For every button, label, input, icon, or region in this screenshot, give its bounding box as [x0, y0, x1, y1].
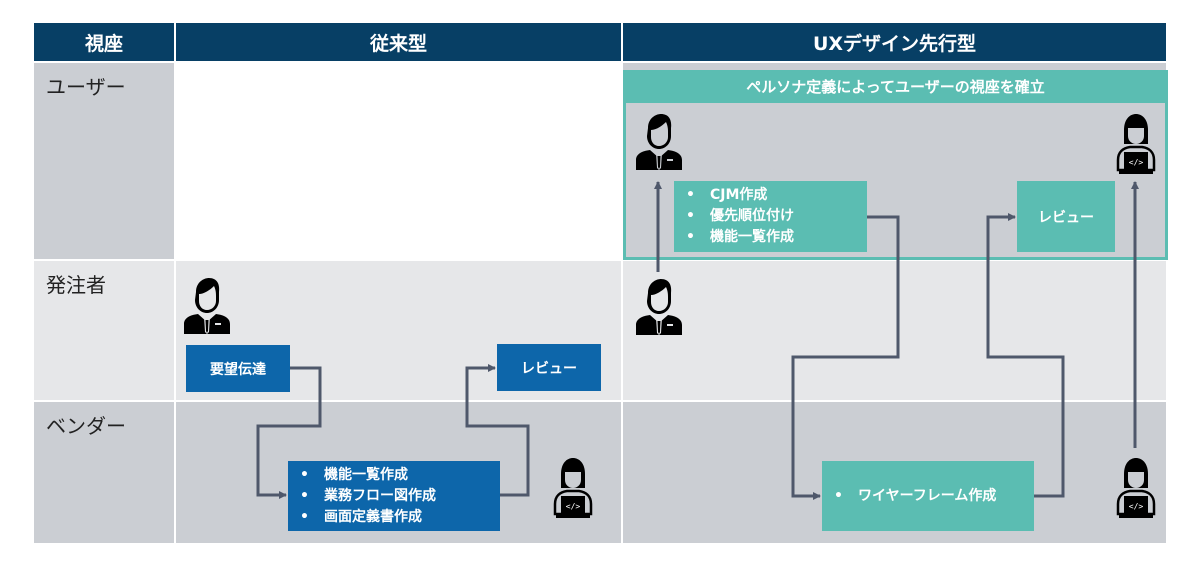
cell-traditional-user: [176, 63, 621, 259]
ux-vendor-tasks: ワイヤーフレーム作成: [822, 461, 1034, 531]
persona-frame: [623, 70, 1168, 260]
row-label-client: 発注者: [34, 261, 174, 400]
svg-text:</>: </>: [566, 502, 581, 511]
request-box: 要望伝達: [186, 345, 290, 392]
header-traditional: 従来型: [176, 23, 621, 61]
cell-ux-client: [623, 261, 1166, 400]
developer-laptop-icon: </>: [1116, 114, 1156, 174]
task-item: 機能一覧作成: [300, 465, 436, 486]
connector-vendor-tasks-to-review: [465, 364, 530, 497]
ux-review-box: レビュー: [1017, 181, 1115, 252]
task-item: 機能一覧作成: [686, 227, 794, 248]
connector-wireframe-to-review: [986, 213, 1065, 498]
header-ux-first: UXデザイン先行型: [623, 23, 1166, 61]
header-viewpoint: 視座: [34, 23, 174, 61]
svg-text:</>: </>: [1129, 502, 1144, 511]
developer-laptop-icon: </>: [553, 458, 593, 518]
businessman-icon: [636, 114, 682, 170]
persona-banner: ペルソナ定義によってユーザーの視座を確立: [623, 70, 1168, 103]
task-item: CJM作成: [686, 185, 794, 206]
connector-request-to-vendor-tasks: [256, 366, 322, 499]
ux-client-tasks: CJM作成 優先順位付け 機能一覧作成: [674, 181, 867, 252]
businessman-icon: [184, 278, 230, 334]
task-item: 業務フロー図作成: [300, 486, 436, 507]
traditional-review-box: レビュー: [497, 344, 601, 391]
connector-cjm-to-wireframe: [791, 215, 900, 500]
task-item: ワイヤーフレーム作成: [834, 486, 1024, 507]
task-item: 画面定義書作成: [300, 507, 436, 528]
developer-laptop-icon: </>: [1116, 458, 1156, 518]
row-label-user: ユーザー: [34, 63, 174, 259]
businessman-icon: [636, 279, 682, 335]
row-label-vendor: ベンダー: [34, 402, 174, 543]
svg-text:</>: </>: [1129, 158, 1144, 167]
task-item: 優先順位付け: [686, 206, 794, 227]
traditional-vendor-tasks: 機能一覧作成 業務フロー図作成 画面定義書作成: [288, 461, 500, 531]
